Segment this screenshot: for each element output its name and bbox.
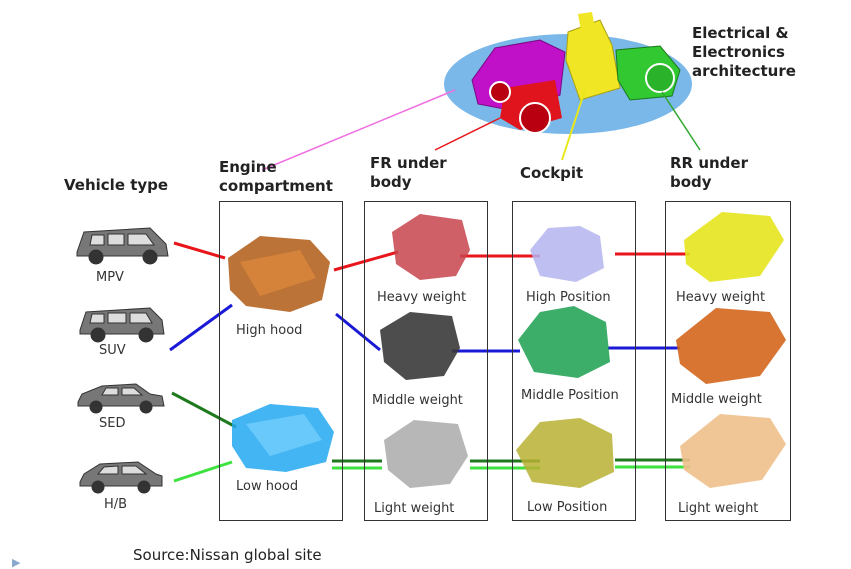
- rr-label-heavy: Heavy weight: [676, 290, 765, 305]
- cockpit-header: Cockpit: [520, 164, 583, 183]
- vehicle-label-sed: SED: [99, 416, 125, 431]
- mpv-car-icon: [77, 228, 168, 264]
- engine-label-high-hood: High hood: [236, 323, 302, 338]
- cockpit-label-low: Low Position: [527, 500, 607, 515]
- cockpit-label-high: High Position: [526, 290, 611, 305]
- engine-compartment-box: [219, 201, 343, 521]
- fr-label-middle: Middle weight: [372, 393, 463, 408]
- engine-label-low-hood: Low hood: [236, 479, 298, 494]
- hatchback-car-icon: [80, 462, 162, 493]
- rr-label-light: Light weight: [678, 501, 758, 516]
- slide-marker-icon: ▶: [12, 556, 20, 569]
- rr-underbody-box: [665, 201, 791, 521]
- suv-car-icon: [80, 308, 164, 342]
- fr-underbody-header: FR under body: [370, 154, 447, 192]
- fr-label-light: Light weight: [374, 501, 454, 516]
- vehicle-label-suv: SUV: [99, 343, 126, 358]
- engine-compartment-header: Engine compartment: [219, 158, 333, 196]
- vehicle-type-header: Vehicle type: [64, 176, 168, 195]
- fr-underbody-box: [364, 201, 488, 521]
- fr-label-heavy: Heavy weight: [377, 290, 466, 305]
- architecture-title: Electrical & Electronics architecture: [692, 24, 822, 81]
- pointer-line-fr: [435, 118, 500, 150]
- sedan-car-icon: [78, 384, 164, 413]
- source-caption: Source:Nissan global site: [133, 546, 322, 564]
- rr-underbody-header: RR under body: [670, 154, 748, 192]
- rr-label-middle: Middle weight: [671, 392, 762, 407]
- connector-mpv-engine: [174, 243, 225, 258]
- cockpit-label-middle: Middle Position: [521, 388, 619, 403]
- cockpit-box: [512, 201, 636, 521]
- vehicle-label-mpv: MPV: [96, 270, 124, 285]
- vehicle-label-hb: H/B: [104, 497, 127, 512]
